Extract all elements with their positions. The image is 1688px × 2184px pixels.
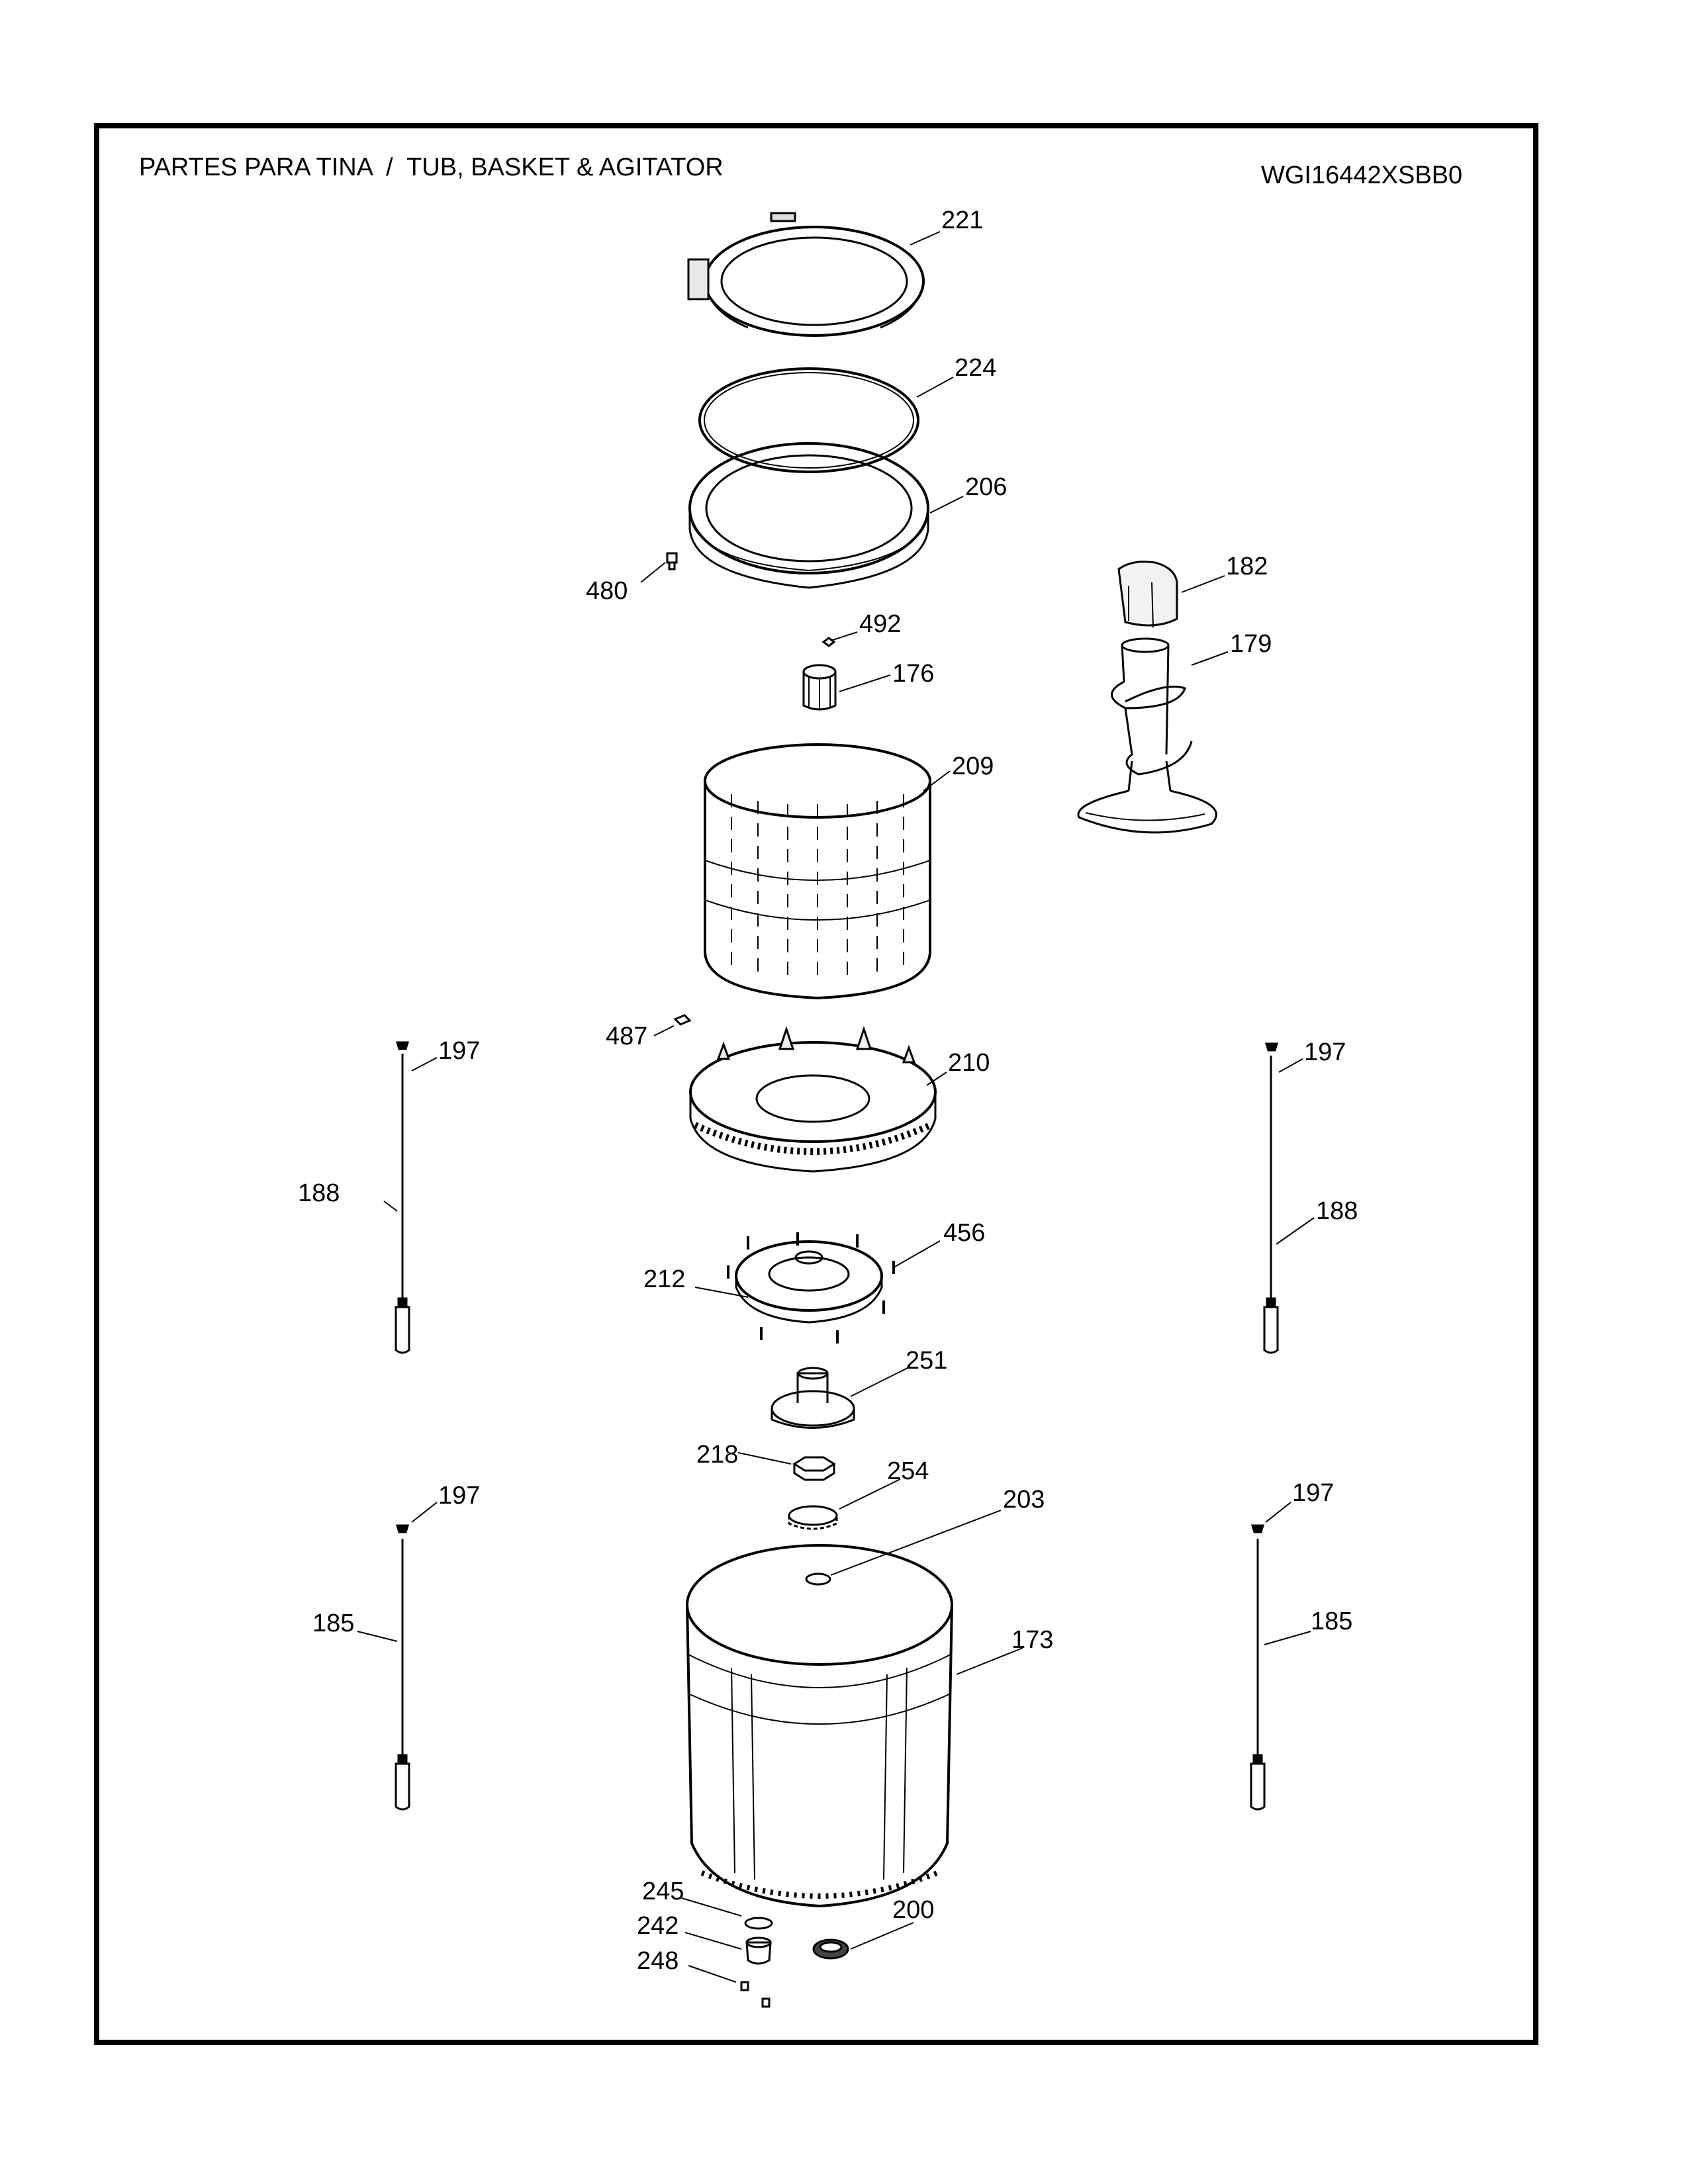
leader-lines: [357, 231, 1315, 1983]
model-number: WGI16442XSBB0: [1261, 161, 1463, 189]
callout-224: 224: [955, 354, 996, 382]
callout-206: 206: [965, 473, 1007, 501]
callout-188-left: 188: [298, 1179, 340, 1207]
callout-209: 209: [952, 752, 994, 780]
callout-212: 212: [643, 1265, 685, 1293]
part-wash-basket: [704, 743, 931, 1000]
part-basket-base: [689, 1026, 937, 1173]
part-agitator: [1077, 637, 1217, 834]
callout-210: 210: [948, 1049, 990, 1077]
callout-480: 480: [586, 577, 628, 605]
callout-185-left: 185: [312, 1610, 354, 1637]
callout-182: 182: [1226, 553, 1268, 580]
part-pin-492: [821, 637, 836, 647]
part-suspension-rod-188-left: [395, 1041, 410, 1354]
part-ring-245: [744, 1917, 773, 1930]
callout-197-bottom-right: 197: [1292, 1479, 1334, 1507]
part-outer-tub: [686, 1544, 953, 1908]
callout-179: 179: [1230, 630, 1272, 658]
callout-173: 173: [1011, 1626, 1053, 1654]
callout-254: 254: [887, 1457, 929, 1485]
part-hub-251: [771, 1367, 855, 1429]
callout-197-top-right: 197: [1304, 1038, 1346, 1066]
callout-197-bottom-left: 197: [438, 1482, 480, 1510]
part-gasket-ring: [698, 367, 919, 473]
part-tub-cover: [687, 212, 925, 337]
callout-labels: 221 224 206 480 492 176 182 179 209 197 …: [298, 206, 1358, 1975]
diagram-title: PARTES PARA TINA / TUB, BASKET & AGITATO…: [139, 154, 724, 181]
callout-487: 487: [606, 1023, 647, 1050]
part-clips-248: [740, 1981, 771, 2008]
callout-203: 203: [1003, 1486, 1045, 1514]
part-agitator-cap: [1117, 561, 1178, 628]
part-suspension-rod-185-left: [395, 1524, 410, 1811]
callout-197-top-left: 197: [438, 1037, 480, 1065]
callout-176: 176: [892, 660, 934, 688]
part-hub-plate: [727, 1232, 895, 1343]
part-suspension-rod-188-right: [1263, 1042, 1279, 1354]
part-boot-242: [745, 1936, 772, 1965]
callout-218: 218: [696, 1441, 738, 1469]
part-suspension-rod-185-right: [1250, 1524, 1266, 1811]
part-nut-218: [792, 1456, 836, 1481]
part-487: [673, 1014, 692, 1026]
callout-221: 221: [941, 206, 983, 234]
callout-245: 245: [642, 1878, 684, 1905]
part-spanner-254: [788, 1505, 838, 1530]
part-balance-ring: [688, 442, 929, 589]
part-coupler-176: [802, 664, 837, 711]
callout-242: 242: [637, 1912, 679, 1940]
callout-492: 492: [859, 610, 901, 638]
callout-188-right: 188: [1316, 1197, 1358, 1225]
callout-251: 251: [906, 1347, 947, 1375]
part-cap-200: [812, 1938, 849, 1960]
callout-456: 456: [943, 1219, 985, 1247]
callout-248: 248: [637, 1947, 679, 1975]
callout-185-right: 185: [1311, 1608, 1352, 1635]
diagram-border: [94, 123, 1538, 2045]
part-screw-480: [666, 552, 678, 570]
callout-200: 200: [892, 1896, 934, 1924]
